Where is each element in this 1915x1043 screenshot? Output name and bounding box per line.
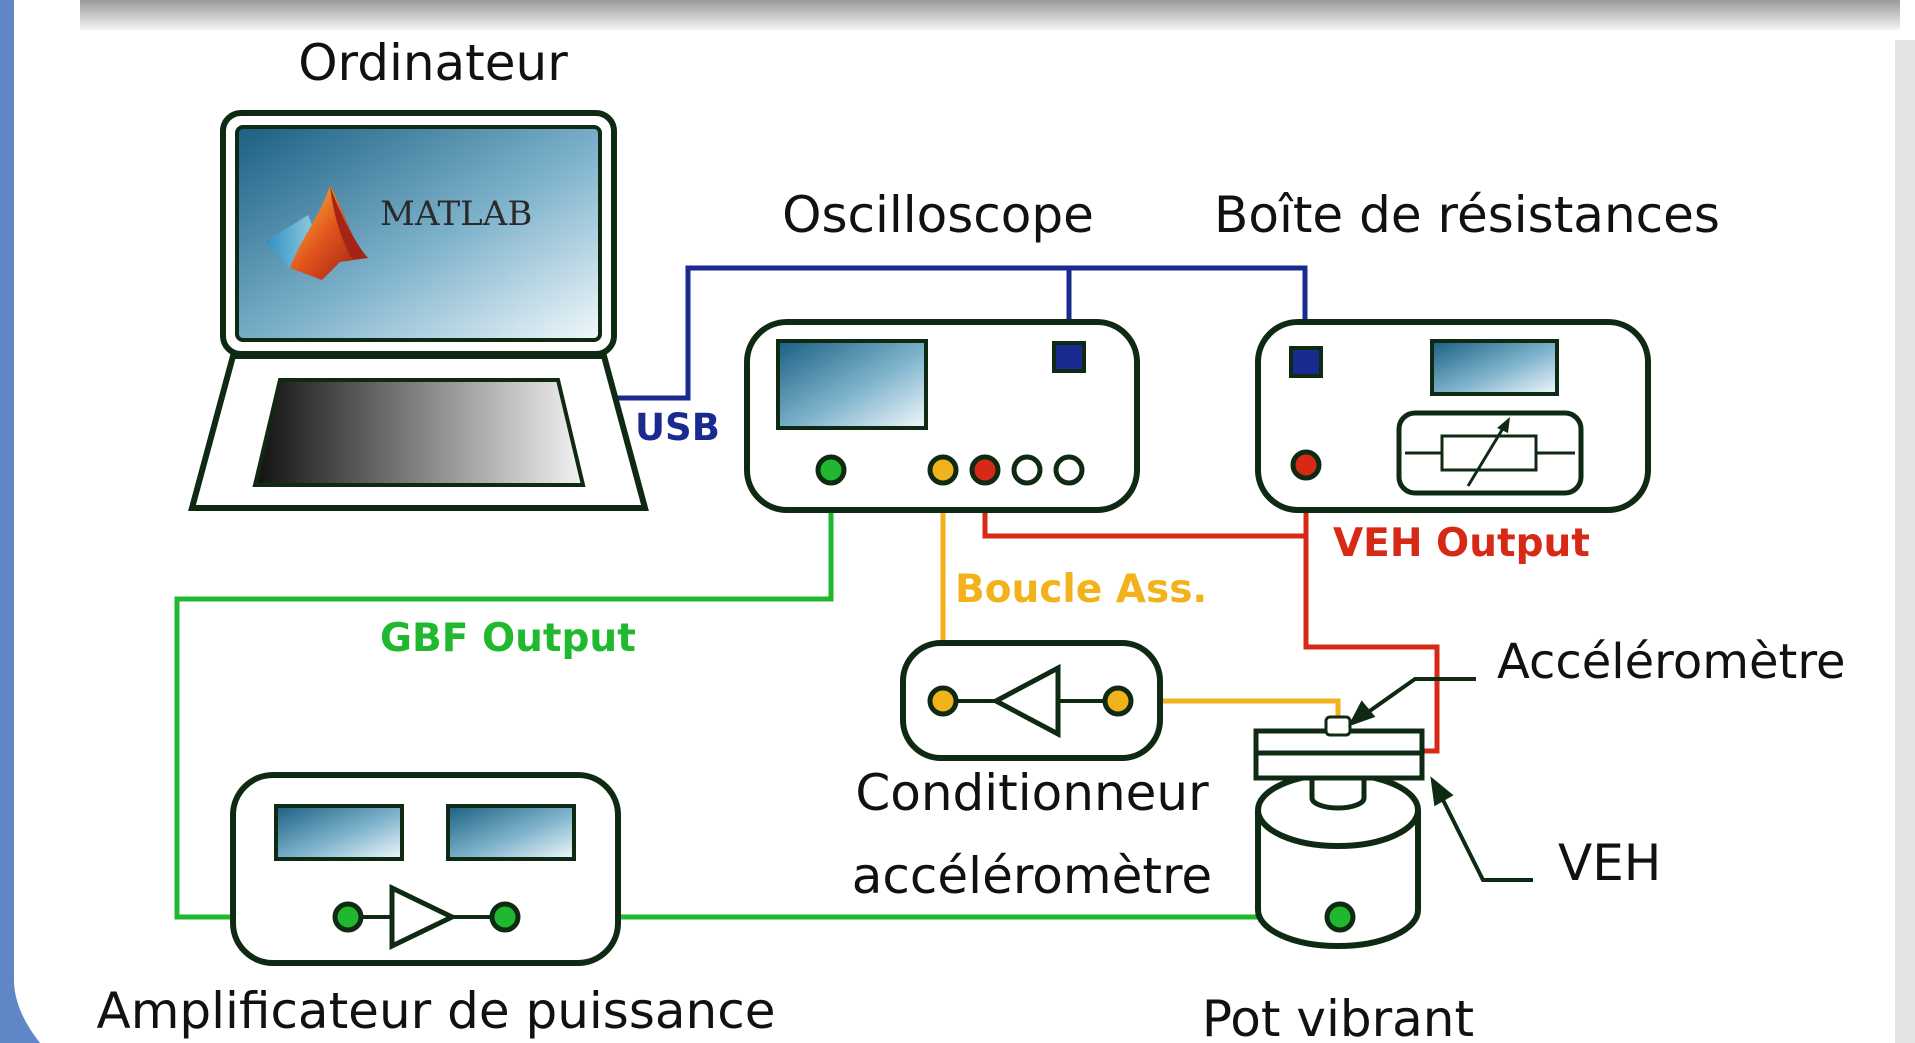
amplificateur-body: [230, 772, 621, 966]
label-conditionneur-accelerometre: accéléromètre: [852, 847, 1212, 905]
amplificateur-screen-left: [274, 804, 404, 861]
oscilloscope-usb-port: [1052, 341, 1086, 373]
accelerometre-arrow: [1347, 677, 1476, 727]
resistance-box-screen: [1430, 339, 1559, 396]
label-boite-de-resistances: Boîte de résistances: [1214, 186, 1720, 244]
label-usb: USB: [635, 406, 720, 449]
amplificateur-triangle-icon: [389, 884, 458, 950]
oscilloscope-screen: [776, 339, 928, 430]
conditionneur-left-port: [927, 685, 959, 717]
computer-laptop: [188, 110, 649, 511]
accelerometer-sensor: [1324, 715, 1352, 737]
label-veh-output: VEH Output: [1333, 521, 1590, 566]
label-amplificateur-de-puissance: Amplificateur de puissance: [97, 982, 776, 1040]
label-oscilloscope: Oscilloscope: [782, 186, 1094, 244]
resistance-box: [1255, 319, 1651, 513]
oscilloscope-empty-port-2: [1053, 454, 1085, 486]
veh-plate-bottom: [1253, 750, 1425, 781]
oscilloscope-green-port: [815, 454, 847, 486]
matlab-logo: [265, 186, 368, 280]
oscilloscope: [744, 319, 1140, 513]
right-frame-edge: [1895, 40, 1915, 1043]
conditionneur-accelerometre: [900, 640, 1163, 761]
amplificateur-output-port: [489, 901, 521, 933]
label-pot-vibrant: Pot vibrant: [1202, 990, 1474, 1043]
veh-output-wire: [982, 465, 1440, 754]
label-accelerometre: Accéléromètre: [1497, 634, 1846, 690]
label-gbf-output: GBF Output: [380, 616, 636, 661]
laptop-keyboard: [252, 378, 586, 487]
label-ordinateur: Ordinateur: [298, 34, 568, 92]
left-frame-bar: [0, 0, 40, 1043]
amplificateur-de-puissance: [230, 772, 621, 966]
resistance-box-usb-port: [1289, 346, 1323, 378]
top-shadow-bar: [80, 0, 1900, 30]
label-conditionneur: Conditionneur: [855, 764, 1209, 822]
label-boucle-ass: Boucle Ass.: [955, 567, 1207, 612]
variable-resistor-icon: [1396, 410, 1584, 496]
oscilloscope-red-port: [969, 454, 1001, 486]
pot-vibrant-green-port: [1324, 901, 1356, 933]
amplificateur-input-port: [332, 901, 364, 933]
veh-arrow: [1430, 776, 1533, 882]
amplificateur-screen-right: [446, 804, 576, 861]
resistance-box-red-port: [1290, 449, 1322, 481]
pot-vibrant: [1253, 715, 1425, 949]
label-matlab: MATLAB: [380, 194, 532, 234]
conditionneur-right-port: [1102, 685, 1134, 717]
oscilloscope-empty-port-1: [1011, 454, 1043, 486]
oscilloscope-yellow-port: [927, 454, 959, 486]
label-veh: VEH: [1558, 834, 1661, 892]
laptop-screen: [235, 125, 602, 342]
